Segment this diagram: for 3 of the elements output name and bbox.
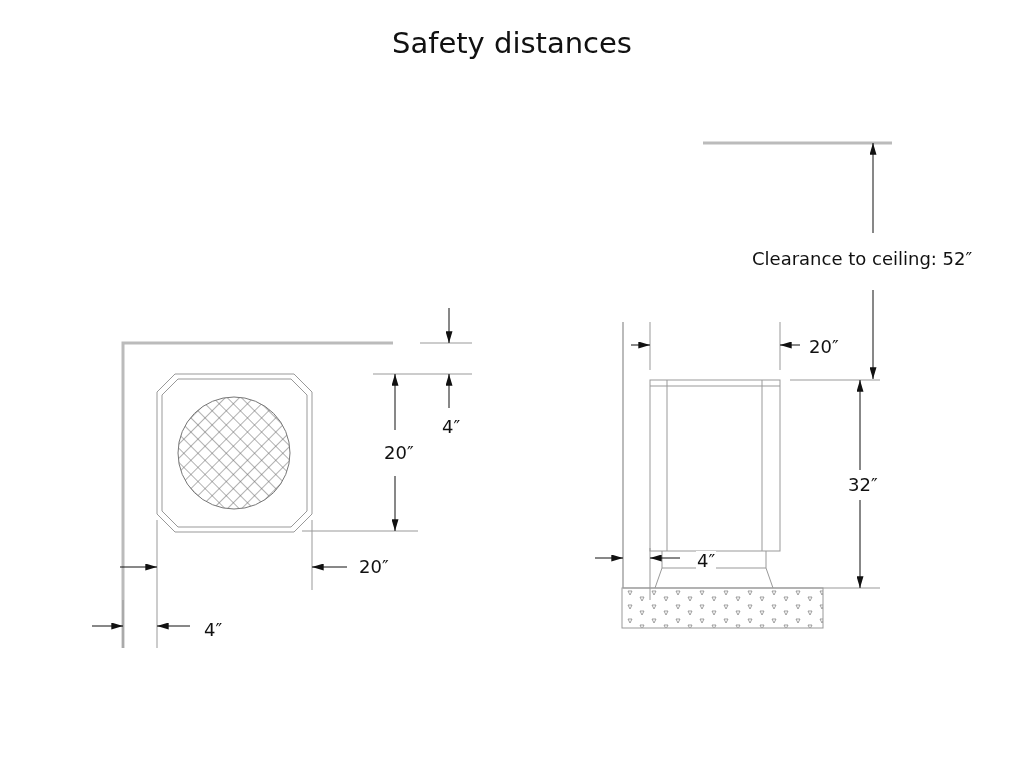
dimension-label: Clearance to ceiling: 52″: [752, 250, 973, 268]
title: Safety distances: [392, 26, 632, 60]
dimension-label: 4″: [696, 551, 717, 571]
